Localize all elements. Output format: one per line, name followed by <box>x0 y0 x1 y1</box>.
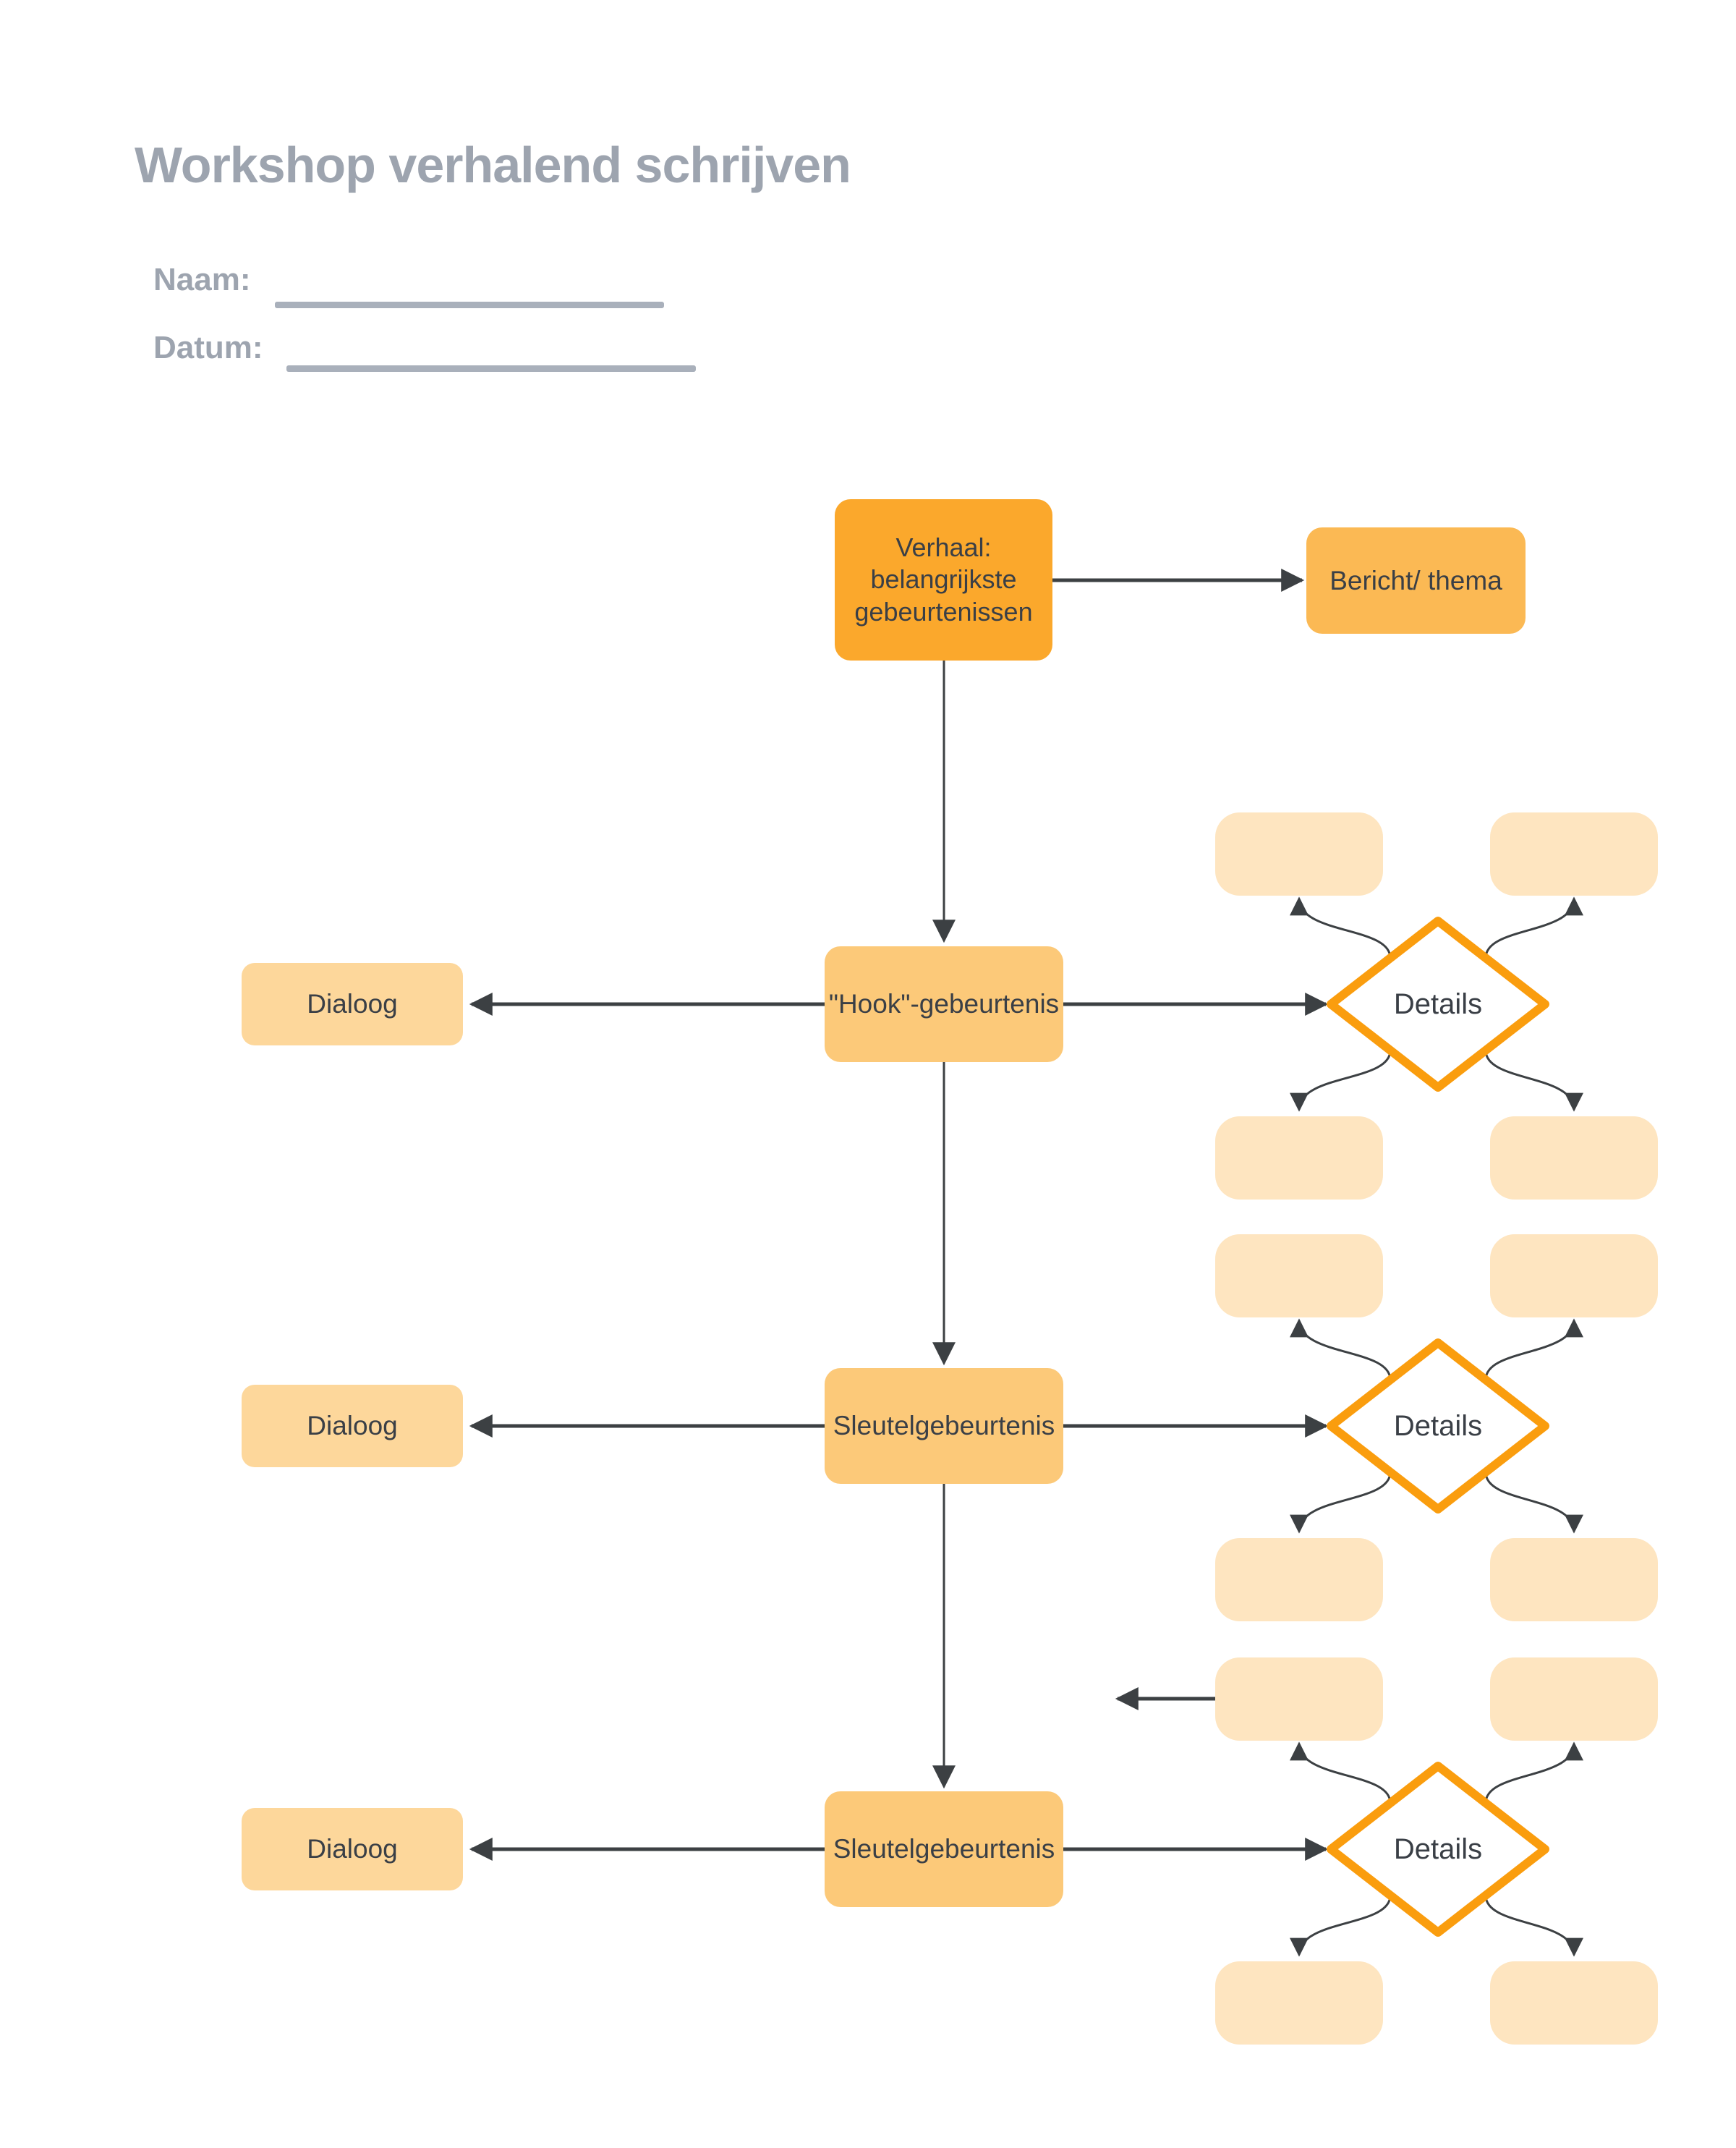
page-title: Workshop verhalend schrijven <box>135 137 851 193</box>
curve-d2-up-right <box>1484 1318 1583 1380</box>
note-box-g3-top-left[interactable] <box>1215 1657 1383 1741</box>
details-diamond-3 <box>1327 1762 1549 1937</box>
note-box-g1-bottom-left[interactable] <box>1215 1116 1383 1200</box>
curve-d1-up-right <box>1484 896 1583 959</box>
name-label: Naam: <box>153 262 251 297</box>
curve-d1-down-right <box>1484 1050 1583 1112</box>
note-box-g2-top-right[interactable] <box>1490 1234 1658 1317</box>
details-label-3: Details <box>1393 1833 1483 1865</box>
hook-event-box: "Hook"-gebeurtenis <box>825 946 1063 1062</box>
dialog-box-2: Dialoog <box>242 1385 463 1467</box>
message-theme-box: Bericht/ thema <box>1306 527 1526 634</box>
curve-d3-up-right <box>1484 1741 1583 1804</box>
curve-d2-up-left <box>1290 1318 1392 1380</box>
curve-d3-up-left <box>1290 1741 1392 1804</box>
note-box-g2-bottom-right[interactable] <box>1490 1538 1658 1621</box>
curve-d3-down-left <box>1290 1895 1392 1957</box>
key-event-box-2: Sleutelgebeurtenis <box>825 1791 1063 1907</box>
details-diamond-1 <box>1327 917 1549 1092</box>
curve-d2-down-right <box>1484 1472 1583 1534</box>
note-box-g3-top-right[interactable] <box>1490 1657 1658 1741</box>
curve-d1-down-left <box>1290 1050 1392 1112</box>
dialog-box-3: Dialoog <box>242 1808 463 1890</box>
details-label-1: Details <box>1393 988 1483 1020</box>
note-box-g3-bottom-right[interactable] <box>1490 1961 1658 2045</box>
curve-d1-up-left <box>1290 896 1392 959</box>
details-label-2: Details <box>1393 1410 1483 1442</box>
note-box-g2-top-left[interactable] <box>1215 1234 1383 1317</box>
key-event-box-1: Sleutelgebeurtenis <box>825 1368 1063 1484</box>
curve-d3-down-right <box>1484 1895 1583 1957</box>
date-label: Datum: <box>153 330 263 365</box>
name-fill-line[interactable] <box>275 302 664 308</box>
date-fill-line[interactable] <box>286 365 696 372</box>
note-box-g1-top-left[interactable] <box>1215 812 1383 896</box>
details-diamond-2 <box>1327 1338 1549 1514</box>
dialog-box-1: Dialoog <box>242 963 463 1045</box>
note-box-g2-bottom-left[interactable] <box>1215 1538 1383 1621</box>
note-box-g1-bottom-right[interactable] <box>1490 1116 1658 1200</box>
note-box-g3-bottom-left[interactable] <box>1215 1961 1383 2045</box>
curve-d2-down-left <box>1290 1472 1392 1534</box>
note-box-g1-top-right[interactable] <box>1490 812 1658 896</box>
story-main-events-box: Verhaal: belangrijkste gebeurtenissen <box>835 499 1052 661</box>
